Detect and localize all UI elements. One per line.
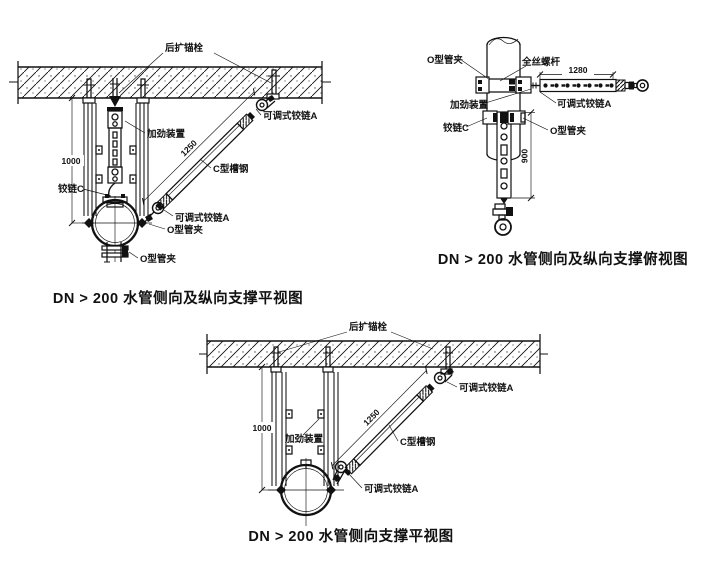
dim-brace-1250: 1250 (178, 138, 199, 159)
dim-drop: 1000 (59, 94, 84, 227)
pipe-section (82, 196, 152, 263)
dim-1000: 1000 (62, 156, 81, 166)
caption-plan: DN > 200 水管侧向及纵向支撑俯视图 (438, 250, 688, 268)
label-adj-hinge-a: 可调式铰链A (557, 98, 612, 110)
caption-side: DN > 200 水管侧向支撑平视图 (248, 527, 453, 545)
label-adj-hinge-a-bottom: 可调式铰链A (175, 212, 230, 224)
pipe-cylinder (486, 36, 521, 162)
eye-connector (636, 79, 649, 92)
label-o-clamp-bottom: O型管夹 (140, 253, 176, 265)
view-side: 1250 1000 后扩锚栓 加劲装置 C型槽钢 可调式铰链A 可调式铰链A D… (199, 321, 548, 545)
label-adj-hinge-a-bottom: 可调式铰链A (364, 483, 419, 495)
label-adj-hinge-a-top: 可调式铰链A (459, 382, 514, 394)
channel-bracket (482, 110, 526, 125)
ceiling-slab (9, 61, 331, 104)
label-c-channel: C型槽钢 (213, 163, 249, 175)
dim-drop: 1000 (249, 363, 276, 494)
view-plan: 1280 900 O型管夹 (427, 36, 688, 268)
label-adj-hinge-a-top: 可调式铰链A (263, 110, 318, 122)
dim-1000: 1000 (253, 423, 272, 433)
label-hinge-c: 铰链C (443, 122, 469, 134)
diagonal-brace: 1250 (142, 88, 256, 211)
pipe-section (268, 458, 344, 526)
dim-rod: 1280 (536, 65, 617, 79)
label-full-thread-rod: 全丝螺杆 (521, 56, 561, 68)
hinge-top (433, 368, 454, 385)
ceiling-slab (199, 334, 548, 374)
dim-brace-1250: 1250 (361, 407, 382, 428)
label-hinge-c: 铰链C (58, 183, 84, 195)
labels: 后扩锚栓 加劲装置 C型槽钢 可调式铰链A 可调式铰链A 铰链C O型管夹 O型… (58, 42, 318, 265)
dim-drop-900: 900 (512, 109, 535, 202)
vertical-channel (496, 111, 512, 204)
labels: O型管夹 全丝螺杆 加劲装置 可调式铰链A 铰链C O型管夹 (427, 54, 612, 137)
bottom-connector (492, 203, 513, 236)
label-rear-anchor: 后扩锚栓 (165, 42, 204, 54)
label-rear-anchor: 后扩锚栓 (349, 321, 388, 333)
anchor-bolts (82, 69, 280, 107)
label-o-clamp: O型管夹 (427, 54, 463, 66)
dim-1280: 1280 (569, 65, 588, 75)
label-c-channel: C型槽钢 (400, 436, 436, 448)
stiffener-turnbuckle (102, 107, 128, 208)
labels: 后扩锚栓 加劲装置 C型槽钢 可调式铰链A 可调式铰链A (278, 321, 514, 495)
view-side-longitudinal: 1250 1000 后扩锚栓 加劲装置 C型槽钢 可调式铰链A 可调式铰链A 铰 (9, 42, 331, 307)
hinge-top (255, 95, 276, 112)
horizontal-brace-assembly (475, 76, 649, 94)
label-stiffener: 加劲装置 (449, 99, 489, 111)
label-stiffener: 加劲装置 (146, 128, 186, 140)
caption-side-longitudinal: DN > 200 水管侧向及纵向支撑平视图 (53, 289, 303, 307)
label-o-clamp-right: O型管夹 (550, 125, 586, 137)
label-stiffener: 加劲装置 (284, 433, 324, 445)
hanger-rods (271, 372, 339, 486)
label-o-clamp-side: O型管夹 (167, 224, 203, 236)
hinge-bottom (144, 201, 165, 223)
diagonal-brace: 1250 (330, 366, 435, 476)
hinge-bottom (332, 460, 348, 485)
dim-900: 900 (520, 149, 530, 163)
